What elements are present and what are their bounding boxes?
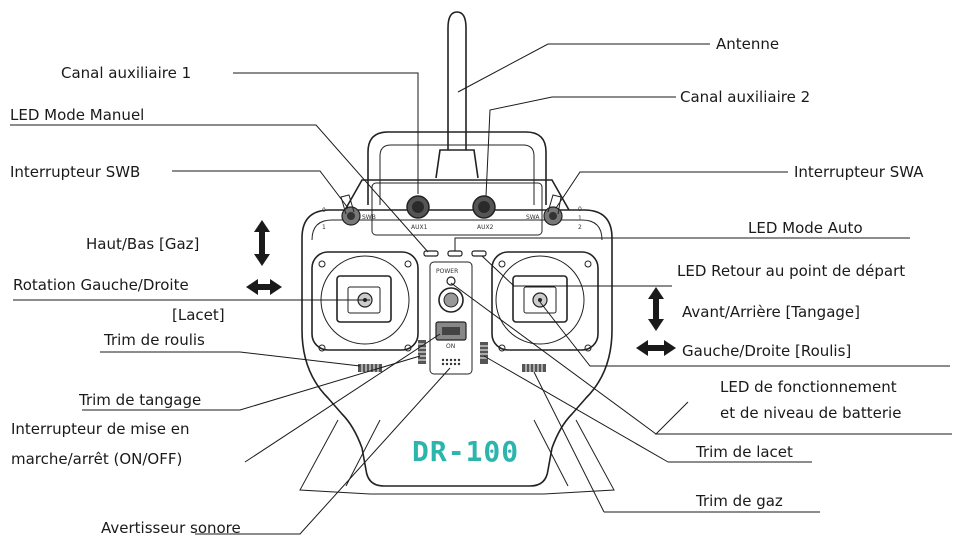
trim-roll <box>358 364 382 372</box>
brand-logo: DR-100 <box>412 435 519 468</box>
power-switch-callout-line2: marche/arrêt (ON/OFF) <box>11 450 182 468</box>
swa-switch: SWA 0 1 2 <box>526 194 582 231</box>
swa-device-label: SWA <box>526 214 540 221</box>
callouts: Antenne Canal auxiliaire 1 Canal auxilia… <box>10 35 924 537</box>
up-down-callout: Haut/Bas [Gaz] <box>86 235 199 253</box>
swa-pos0-label: 0 <box>578 206 582 213</box>
trim-yaw-callout: Trim de lacet <box>695 443 793 461</box>
buzzer-callout: Avertisseur sonore <box>101 519 241 537</box>
led-manual-callout: LED Mode Manuel <box>10 106 144 124</box>
buzzer-holes <box>441 358 461 366</box>
aux2-callout: Canal auxiliaire 2 <box>680 88 810 106</box>
leader-lines <box>10 43 952 535</box>
controller-drawing: AUX1 AUX2 SWB 0 1 SWA 0 1 2 <box>299 11 615 495</box>
swb-pos1-label: 1 <box>322 224 326 231</box>
led-battery-callout-line2: et de niveau de batterie <box>720 404 901 422</box>
center-panel: POWER ON <box>429 261 473 375</box>
antenna-callout: Antenne <box>716 35 779 53</box>
up-down-arrow-icon <box>254 220 270 266</box>
led-auto-callout: LED Mode Auto <box>748 219 863 237</box>
top-panel <box>344 179 570 211</box>
power-switch-callout-line1: Interrupteur de mise en <box>11 420 190 438</box>
trim-throttle <box>522 364 546 372</box>
roll-left-right-arrow-icon <box>636 340 676 356</box>
power-device-label: POWER <box>436 268 458 275</box>
trim-yaw <box>480 342 488 364</box>
led-battery-callout-line1: LED de fonctionnement <box>720 378 897 396</box>
antenna-shape <box>447 11 467 150</box>
antenna-base <box>435 149 479 179</box>
swb-switch: SWB 0 1 <box>322 194 376 231</box>
forward-back-arrow-icon <box>648 287 664 331</box>
led-auto <box>447 250 463 257</box>
aux2-device-label: AUX2 <box>477 224 494 231</box>
led-manual <box>423 250 439 257</box>
forward-back-callout: Avant/Arrière [Tangage] <box>682 303 860 321</box>
trim-roll-callout: Trim de roulis <box>103 331 205 349</box>
aux1-device-label: AUX1 <box>411 224 428 231</box>
led-return-home <box>471 250 487 257</box>
trim-pitch-callout: Trim de tangage <box>78 391 201 409</box>
on-device-label: ON <box>446 343 455 350</box>
swa-pos2-label: 2 <box>578 224 582 231</box>
right-stick <box>491 251 599 352</box>
trim-pitch <box>418 340 426 364</box>
swa-pos1-label: 1 <box>578 215 582 222</box>
left-stick <box>311 251 419 352</box>
left-right-callout: Gauche/Droite [Roulis] <box>682 342 851 360</box>
swb-pos0-label: 0 <box>322 207 326 214</box>
switch-swb-callout: Interrupteur SWB <box>10 163 140 181</box>
direction-arrows <box>246 220 676 356</box>
led-return-callout: LED Retour au point de départ <box>677 262 905 280</box>
aux1-callout: Canal auxiliaire 1 <box>61 64 191 82</box>
carry-handle <box>367 131 547 205</box>
switch-swa-callout: Interrupteur SWA <box>794 163 924 181</box>
controller-body <box>301 209 613 487</box>
trim-throttle-callout: Trim de gaz <box>695 492 783 510</box>
power-led <box>446 276 456 286</box>
swb-device-label: SWB <box>362 214 376 221</box>
left-right-arrow-icon <box>246 279 282 295</box>
rotation-callout: Rotation Gauche/Droite <box>13 276 189 294</box>
yaw-bracket-callout: [Lacet] <box>172 306 225 324</box>
